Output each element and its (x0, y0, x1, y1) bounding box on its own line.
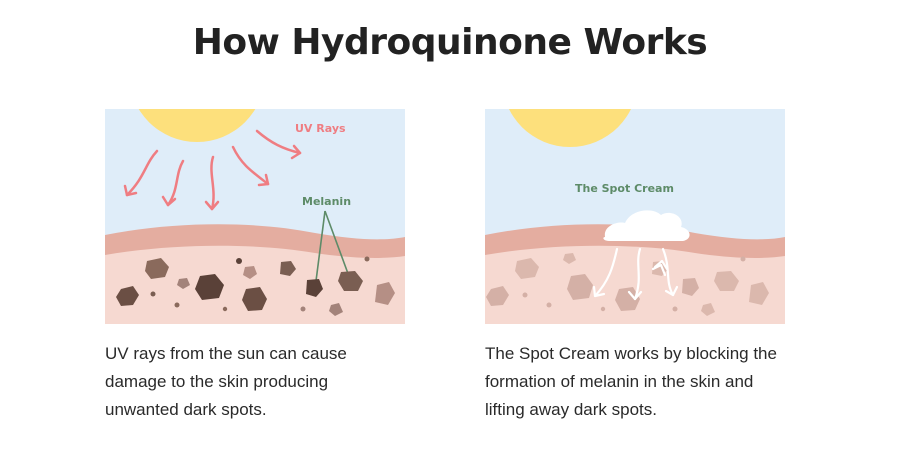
spot-cream-caption: The Spot Cream works by blocking the for… (485, 340, 785, 424)
uv-damage-caption: UV rays from the sun can cause damage to… (105, 340, 405, 424)
faded-spot (547, 303, 552, 308)
spot-cream-label: The Spot Cream (575, 182, 674, 195)
spot-cream-illustration: The Spot Cream (485, 109, 785, 324)
faded-spot (601, 307, 605, 311)
faded-spot (523, 293, 528, 298)
dark-spot (223, 307, 227, 311)
melanin-label: Melanin (302, 195, 351, 208)
dark-spot (301, 307, 306, 312)
faded-spot (673, 307, 678, 312)
dark-spot (236, 258, 242, 264)
spot-cream-scene: The Spot Cream (485, 109, 785, 324)
faded-spot (741, 257, 746, 262)
uv-damage-scene: UV Rays Melanin (105, 109, 405, 324)
dark-spot (175, 303, 180, 308)
dark-spot (151, 292, 156, 297)
dark-spot (365, 257, 370, 262)
page-title: How Hydroquinone Works (0, 22, 900, 63)
uv-damage-illustration: UV Rays Melanin (105, 109, 405, 324)
uv-rays-label: UV Rays (295, 122, 346, 135)
